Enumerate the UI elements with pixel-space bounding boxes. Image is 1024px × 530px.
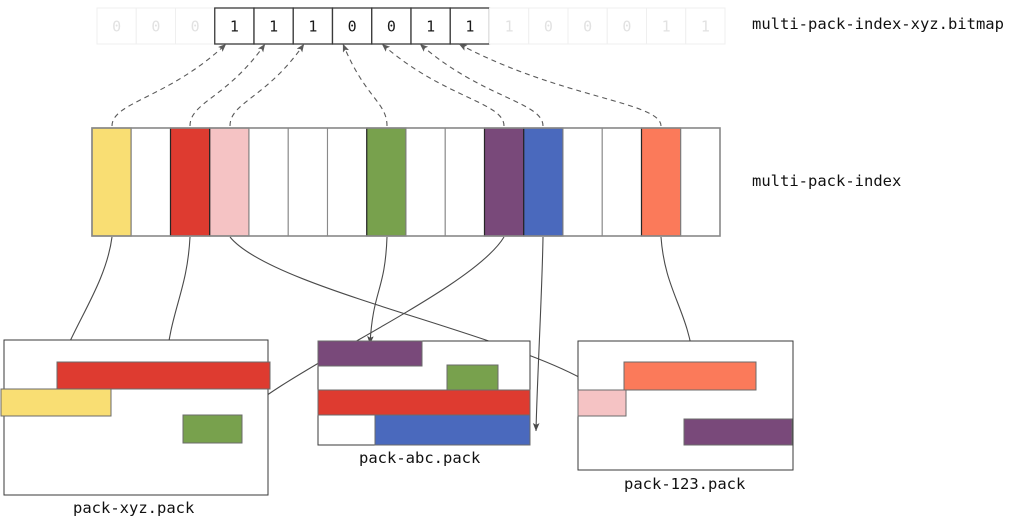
bitmap-cell-value: 1	[269, 18, 278, 36]
index-cell-empty	[287, 127, 329, 237]
pack-xyz-label: pack-xyz.pack	[73, 499, 195, 517]
bitmap-cell	[175, 7, 216, 45]
index-cell-filled	[209, 127, 250, 237]
index-cell-filled	[640, 127, 682, 237]
link-red	[189, 43, 266, 127]
index-cell-empty	[130, 127, 172, 237]
multi-pack-index-row	[91, 127, 721, 237]
index-cell-filled	[523, 127, 564, 237]
pack-abc-pack-bar-green	[446, 364, 499, 391]
bitmap-cell	[528, 7, 569, 45]
bitmap-cell-value: 0	[112, 18, 121, 36]
link-yellow	[111, 43, 227, 127]
bitmap-cell-value: 1	[230, 18, 239, 36]
pack-123-pack-bar-purple	[683, 418, 793, 446]
link-green	[342, 43, 388, 127]
bitmap-cell	[253, 7, 294, 45]
bitmap-cell-value: 0	[387, 18, 396, 36]
bitmap-cell-value: 0	[151, 18, 160, 36]
index-cell-filled	[483, 127, 525, 237]
link-pink	[229, 43, 305, 127]
link-blue	[419, 43, 544, 127]
bitmap-cell-value: 0	[583, 18, 592, 36]
bitmap-cell-value: 0	[622, 18, 631, 36]
bitmap-cell	[685, 7, 726, 45]
bitmap-link-arrows	[111, 43, 662, 127]
bitmap-cell-value: 1	[308, 18, 317, 36]
bitmap-cell-value: 1	[426, 18, 435, 36]
bitmap-cell-value: 0	[348, 18, 357, 36]
bitmap-cell	[135, 7, 176, 45]
index-cell-empty	[326, 127, 368, 237]
pack-123-pack-bar-orange	[623, 361, 757, 391]
arrow-pink-to-123	[229, 236, 605, 394]
index-cell-empty	[601, 127, 643, 237]
pack-xyz-pack-bar-yellow	[0, 388, 112, 417]
bitmap-cell-value: 1	[465, 18, 474, 36]
index-cell-empty	[248, 127, 289, 237]
bitmap-cell	[292, 7, 334, 45]
bitmap-cell-value: 1	[505, 18, 514, 36]
bitmap-cell	[331, 7, 373, 45]
index-cell-filled	[91, 127, 132, 237]
pack-abc-pack-bar-purple	[317, 340, 423, 367]
index-cell-empty	[562, 127, 603, 237]
bitmap-row: 0 0 0 1 1 1 0 0 1 1 1 0 0 0 1 1	[96, 7, 726, 45]
index-cell-empty	[680, 127, 721, 237]
bitmap-cell	[96, 7, 137, 45]
index-cell-filled	[169, 127, 211, 237]
arrow-blue-to-abc	[532, 236, 544, 432]
pack-123-pack-bar-pink	[577, 389, 627, 417]
pack-abc-label: pack-abc.pack	[359, 449, 481, 467]
pack-xyz-pack-bar-red	[56, 361, 271, 390]
bitmap-cell	[567, 7, 608, 45]
bitmap-cell-value: 1	[701, 18, 710, 36]
index-outline	[91, 127, 721, 237]
pack-abc-pack-bar-red	[317, 389, 531, 416]
index-cell-empty	[405, 127, 446, 237]
pack-file-boxes	[0, 339, 794, 496]
index-cell-empty	[444, 127, 486, 237]
bitmap-cell	[606, 7, 647, 45]
bitmap-label: multi-pack-index-xyz.bitmap	[752, 15, 1004, 33]
link-orange	[458, 43, 662, 127]
bitmap-cell	[449, 7, 491, 45]
bitmap-cell-value: 0	[191, 18, 200, 36]
bitmap-cell-value: 0	[544, 18, 553, 36]
pack-123-label: pack-123.pack	[624, 475, 746, 493]
bitmap-cell-value: 1	[662, 18, 671, 36]
bitmap-cell	[410, 7, 451, 45]
pack-xyz-pack-bar-green	[182, 414, 243, 444]
link-purple	[381, 43, 505, 127]
index-label: multi-pack-index	[752, 172, 901, 190]
arrow-green-to-abc	[367, 236, 388, 345]
index-cell-filled	[366, 127, 407, 237]
pack-abc-pack-bar-blue	[374, 414, 531, 446]
bitmap-cell	[371, 7, 412, 45]
